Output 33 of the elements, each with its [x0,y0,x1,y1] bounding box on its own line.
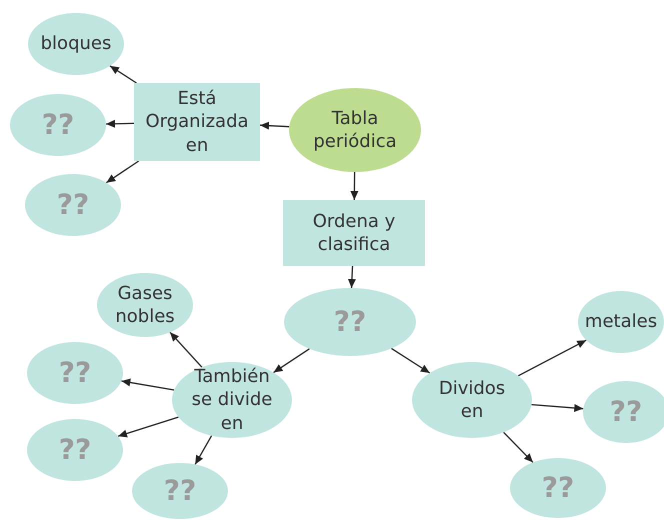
concept-text: Tabla periódica [312,106,398,154]
concept-text: ?? [542,470,574,506]
concept-text: También se divide en [190,364,274,436]
concept-text: ?? [334,304,366,340]
arrow [106,120,134,128]
concept-text: ?? [58,432,92,468]
concept-text: ?? [42,106,74,143]
concept-text: Dividos en [438,376,506,424]
arrow [348,266,356,288]
arrow [273,348,310,374]
arrow [118,416,179,438]
arrow [503,432,534,463]
concept-text: Está Organizada en [144,86,250,158]
arrow [532,404,584,412]
concept-box [134,83,260,161]
arrow [106,160,140,184]
arrow [110,65,137,84]
arrow [194,435,212,465]
concept-text: ?? [610,394,642,430]
concept-text: bloques [40,32,112,56]
arrow [121,378,174,391]
arrow [350,172,358,200]
concept-text: ?? [58,354,92,391]
concept-box [283,200,425,266]
arrow [170,332,202,368]
concept-text: ?? [56,186,90,223]
arrow [260,122,290,130]
concept-text: ?? [164,472,196,509]
concept-text: Ordena y clasifica [312,210,396,256]
concept-text: metales [584,310,658,334]
concept-text: Gases nobles [114,282,176,328]
arrow [391,348,430,374]
arrow [518,340,586,376]
